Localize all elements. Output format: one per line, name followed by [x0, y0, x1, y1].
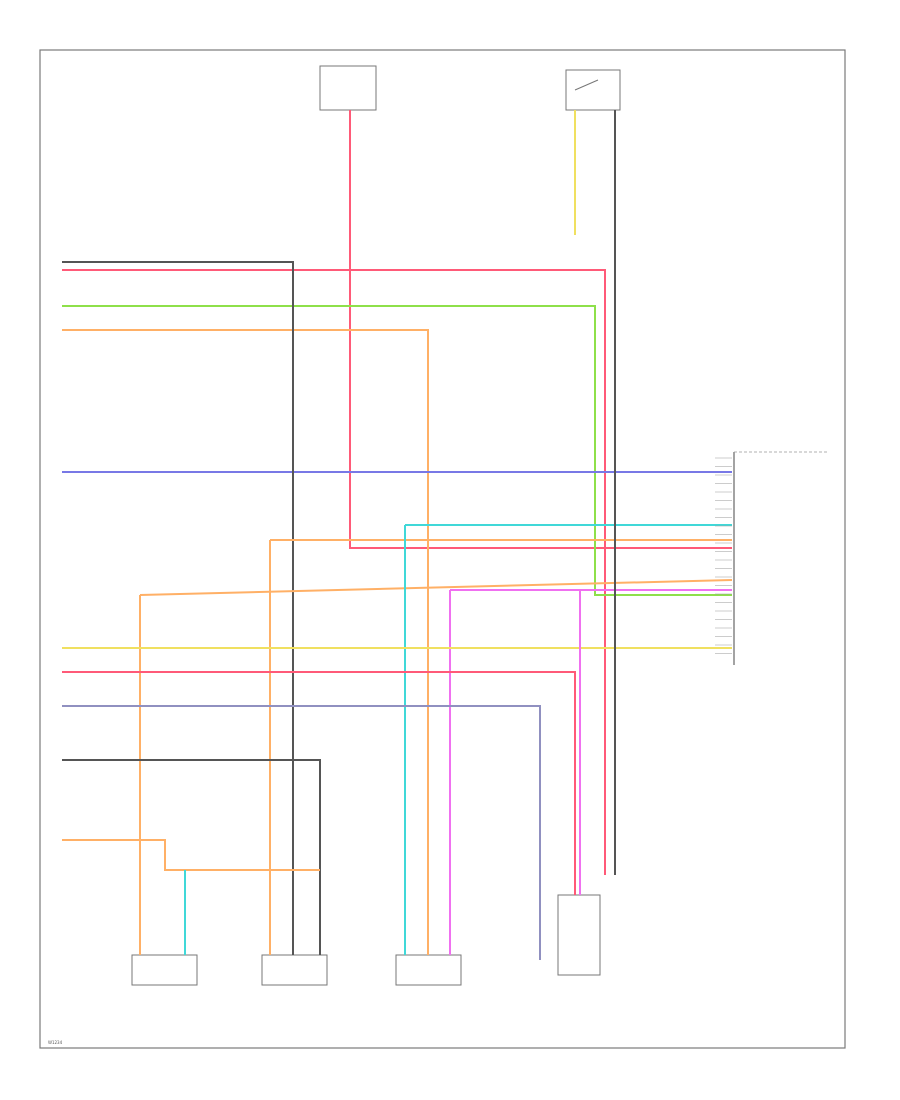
orange-signal-wire [62, 329, 429, 955]
wire-layer [62, 110, 733, 960]
red-main-bus [62, 269, 606, 875]
brake-switch-component [565, 69, 621, 111]
sensor-component-1 [131, 954, 198, 986]
gray-signal-wire-2 [62, 759, 321, 955]
connector-ticks [715, 457, 732, 654]
solenoid-component [557, 894, 601, 976]
pcm-connector [733, 451, 828, 665]
gray-ground-wire [62, 261, 294, 955]
diagram-frame [39, 49, 846, 1049]
sensor-component-2 [261, 954, 328, 986]
footer-code: W1234 [48, 1040, 63, 1045]
green-signal-wire [62, 305, 732, 596]
violet-signal-wire [62, 705, 541, 960]
hot-at-all-times-fuse [319, 65, 377, 111]
orange-lower-wire [62, 839, 320, 871]
orange-sensor-wire [139, 579, 733, 596]
red-signal-wire-2 [62, 671, 576, 895]
sensor-component-3 [395, 954, 462, 986]
